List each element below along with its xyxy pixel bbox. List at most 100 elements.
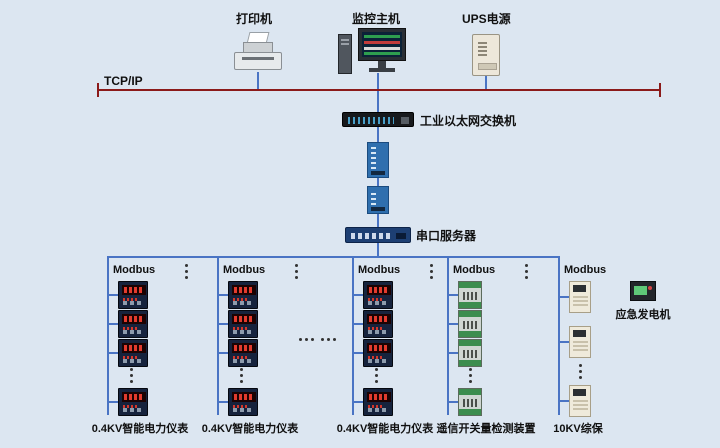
ellipsis-horizontal-icon xyxy=(321,338,324,341)
device-stub-line xyxy=(108,352,119,354)
meter-display xyxy=(232,343,256,353)
serial-server-label: 串口服务器 xyxy=(416,229,477,243)
meter-buttons xyxy=(368,359,388,363)
meter-leds xyxy=(123,298,139,301)
device-stub-line xyxy=(353,401,364,403)
meter-display xyxy=(122,392,146,402)
device-stub-line xyxy=(353,323,364,325)
ellipsis-vertical-icon xyxy=(469,368,472,371)
meter-buttons xyxy=(123,301,143,305)
connector-line xyxy=(485,76,487,90)
io-module-icon xyxy=(458,281,482,309)
power-meter-icon xyxy=(363,388,393,416)
meter-display xyxy=(367,392,391,402)
meter-leds xyxy=(123,327,139,330)
io-module-terminals xyxy=(463,292,477,300)
io-module-terminals xyxy=(463,321,477,329)
modbus-bus-line xyxy=(107,256,560,258)
meter-buttons xyxy=(123,359,143,363)
monitor-icon xyxy=(358,28,406,61)
meter-leds xyxy=(368,327,384,330)
ellipsis-vertical-icon xyxy=(240,368,243,371)
power-meter-icon xyxy=(228,388,258,416)
branch-device-label: 0.4KV智能电力仪表 xyxy=(336,423,434,435)
tcpip-bus-line xyxy=(98,89,660,91)
branch-device-label: 10KV综保 xyxy=(553,423,603,435)
device-stub-line xyxy=(218,401,229,403)
meter-display xyxy=(122,285,146,295)
power-meter-icon xyxy=(118,281,148,309)
ellipsis-vertical-icon xyxy=(525,264,528,267)
branch-bus-line xyxy=(217,257,219,415)
connector-line xyxy=(377,178,379,186)
device-stub-line xyxy=(108,294,119,296)
printer-label: 打印机 xyxy=(236,12,273,26)
meter-buttons xyxy=(233,408,253,412)
ellipsis-vertical-icon xyxy=(430,264,433,267)
device-stub-line xyxy=(448,401,459,403)
modbus-label: Modbus xyxy=(358,264,401,276)
ellipsis-vertical-icon xyxy=(185,264,188,267)
meter-display xyxy=(232,392,256,402)
emergency-generator-icon xyxy=(630,281,656,301)
meter-leds xyxy=(368,356,384,359)
modbus-label: Modbus xyxy=(453,264,496,276)
device-stub-line xyxy=(559,296,570,298)
power-meter-icon xyxy=(118,310,148,338)
media-converter-icon xyxy=(367,142,389,178)
power-meter-icon xyxy=(228,339,258,367)
device-stub-line xyxy=(108,401,119,403)
meter-buttons xyxy=(233,359,253,363)
branch-device-label: 遥信开关量检测装置 xyxy=(436,423,536,435)
protection-relay-icon xyxy=(569,385,591,417)
branch-device-label: 0.4KV智能电力仪表 xyxy=(201,423,299,435)
monitor-base xyxy=(369,68,395,72)
tcpip-bus-endcap xyxy=(659,83,661,97)
meter-display xyxy=(367,343,391,353)
device-stub-line xyxy=(353,352,364,354)
ellipsis-vertical-icon xyxy=(375,368,378,371)
io-module-icon xyxy=(458,310,482,338)
connector-line xyxy=(377,73,379,112)
protection-relay-icon xyxy=(569,326,591,358)
power-meter-icon xyxy=(363,281,393,309)
device-stub-line xyxy=(108,323,119,325)
meter-leds xyxy=(368,298,384,301)
monitor-host-label: 监控主机 xyxy=(352,12,401,26)
tcpip-bus-endcap xyxy=(97,83,99,97)
power-meter-icon xyxy=(363,339,393,367)
meter-display xyxy=(122,314,146,324)
ups-label: UPS电源 xyxy=(462,12,511,26)
meter-buttons xyxy=(368,301,388,305)
meter-display xyxy=(367,314,391,324)
printer-icon xyxy=(234,32,282,72)
tcpip-bus-label: TCP/IP xyxy=(104,74,143,88)
power-meter-icon xyxy=(363,310,393,338)
ellipsis-horizontal-icon xyxy=(299,338,302,341)
serial-server-icon xyxy=(345,227,411,243)
device-stub-line xyxy=(559,400,570,402)
branch-bus-line xyxy=(352,257,354,415)
power-meter-icon xyxy=(228,281,258,309)
ups-icon xyxy=(472,34,500,76)
meter-buttons xyxy=(233,330,253,334)
device-stub-line xyxy=(353,294,364,296)
branch-bus-line xyxy=(558,257,560,415)
monitor-host-icon xyxy=(338,28,410,74)
branch-bus-line xyxy=(447,257,449,415)
connector-line xyxy=(377,243,379,257)
meter-display xyxy=(367,285,391,295)
power-meter-icon xyxy=(118,339,148,367)
meter-leds xyxy=(368,405,384,408)
ellipsis-vertical-icon xyxy=(579,364,582,367)
branch-device-label: 0.4KV智能电力仪表 xyxy=(91,423,189,435)
power-meter-icon xyxy=(228,310,258,338)
modbus-label: Modbus xyxy=(223,264,266,276)
io-module-terminals xyxy=(463,399,477,407)
ethernet-switch-icon xyxy=(342,112,414,127)
device-stub-line xyxy=(218,323,229,325)
device-stub-line xyxy=(218,352,229,354)
monitor-stand xyxy=(378,61,386,68)
modbus-label: Modbus xyxy=(113,264,156,276)
